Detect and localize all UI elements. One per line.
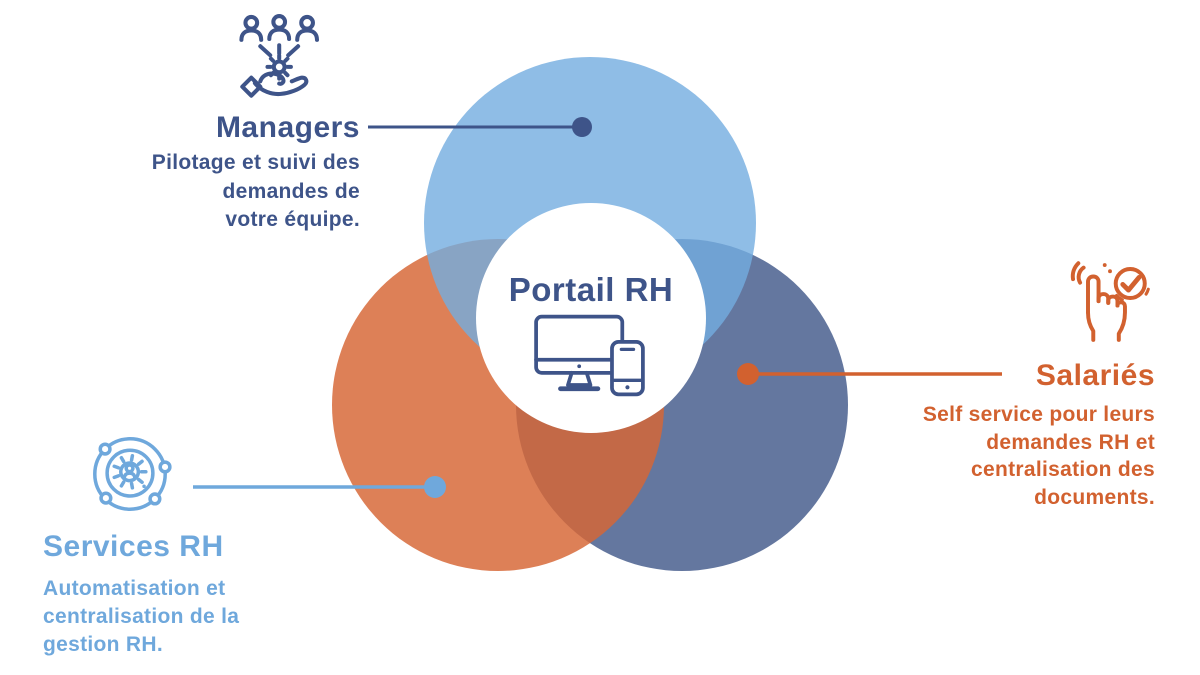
salaries-connector-dot <box>737 363 759 385</box>
services-rh-connector-dot <box>424 476 446 498</box>
salaries-title: Salariés <box>1035 359 1155 392</box>
salaries-description: Self service pour leurs demandes RH et c… <box>923 401 1155 511</box>
team-management-hand-gear-icon <box>239 14 320 98</box>
managers-label-block: Managers Pilotage et suivi des demandes … <box>152 111 360 235</box>
services-rh-label-block: Services RH Automatisation et centralisa… <box>43 530 239 659</box>
services-rh-title: Services RH <box>43 530 224 563</box>
salaries-desc-line-3: centralisation des <box>971 458 1155 481</box>
services-rh-description: Automatisation et centralisation de la g… <box>43 575 239 659</box>
devices-desktop-mobile-icon <box>534 314 645 397</box>
managers-desc-line-3: votre équipe. <box>225 208 360 231</box>
tap-check-icon <box>1070 261 1150 342</box>
managers-connector-dot <box>572 117 592 137</box>
managers-desc-line-2: demandes de <box>222 179 360 203</box>
salaries-desc-line-2: demandes RH et <box>986 430 1155 454</box>
automation-gear-user-orbit-icon <box>93 437 172 511</box>
salaries-desc-line-4: documents. <box>1034 485 1155 509</box>
managers-description: Pilotage et suivi des demandes de votre … <box>152 149 360 235</box>
managers-desc-line-1: Pilotage et suivi des <box>151 151 360 174</box>
center-title: Portail RH <box>508 271 674 308</box>
salaries-desc-line-1: Self service pour leurs <box>922 403 1155 426</box>
salaries-label-block: Salariés Self service pour leurs demande… <box>923 359 1155 511</box>
managers-title: Managers <box>215 111 360 144</box>
services-rh-desc-line-1: Automatisation et <box>43 577 226 600</box>
services-rh-desc-line-2: centralisation de la <box>43 605 240 628</box>
services-rh-desc-line-3: gestion RH. <box>43 633 163 656</box>
